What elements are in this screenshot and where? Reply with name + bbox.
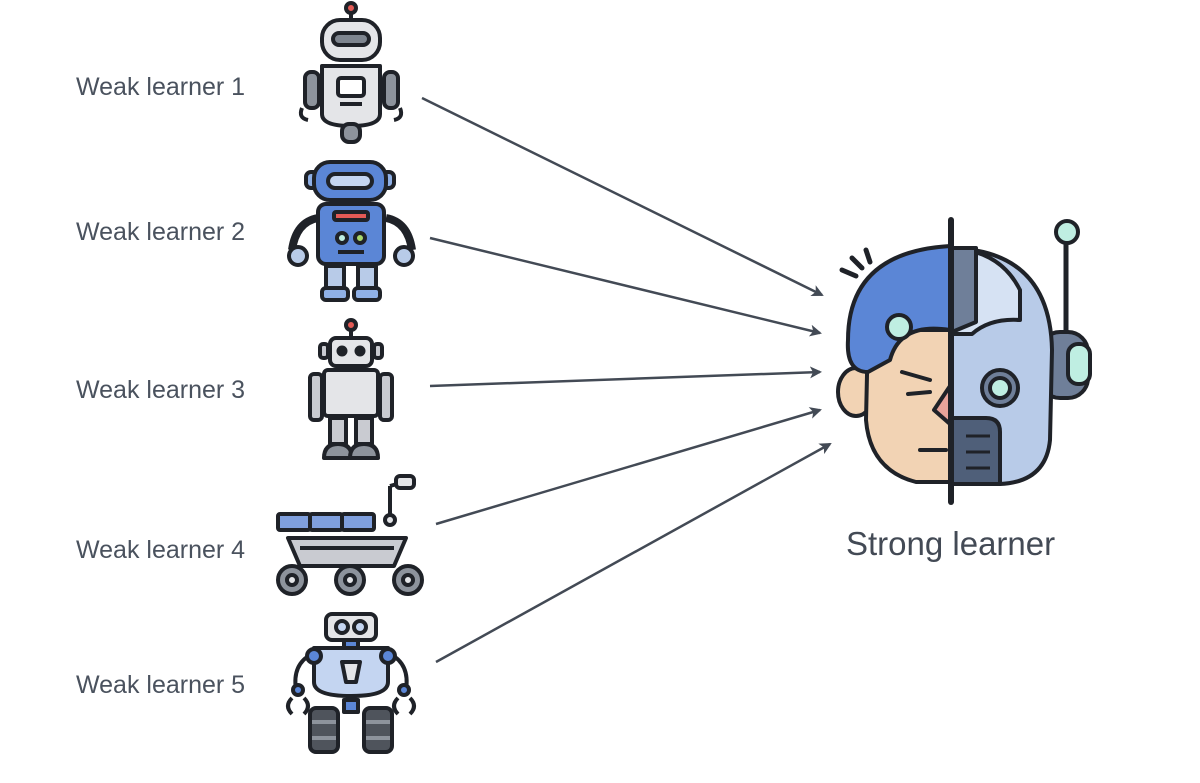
arrow-1 — [421, 96, 824, 297]
weak-learner-3-label: Weak learner 3 — [76, 376, 246, 404]
arrow-4 — [435, 407, 822, 526]
weak-learner-4-label: Weak learner 4 — [76, 536, 246, 564]
robot-icon-3 — [308, 318, 394, 460]
arrow-3 — [429, 366, 822, 388]
rover-robot-icon-4 — [276, 474, 424, 596]
robot-icon-1 — [298, 1, 404, 144]
weak-learner-5-label: Weak learner 5 — [76, 671, 246, 699]
half-human-half-robot-head-icon — [836, 217, 1092, 505]
arrow-2 — [429, 236, 822, 337]
arrow-5 — [435, 442, 832, 664]
strong-learner-label: Strong learner — [846, 525, 1056, 562]
weak-learner-2-label: Weak learner 2 — [76, 218, 246, 246]
weak-learner-1-label: Weak learner 1 — [76, 73, 246, 101]
robot-icon-5 — [286, 612, 416, 754]
robot-icon-2 — [287, 160, 416, 302]
